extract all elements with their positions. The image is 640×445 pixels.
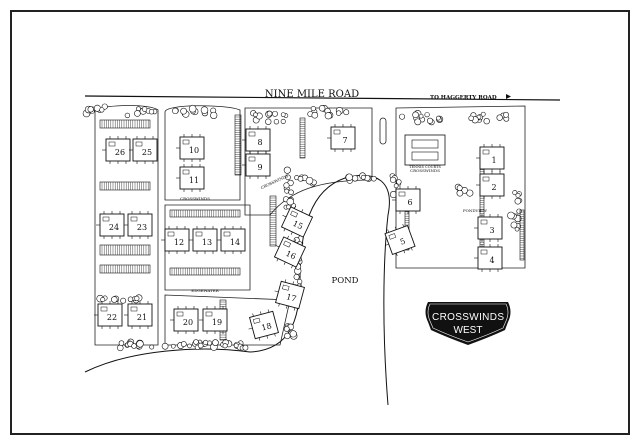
building-17: 17: [274, 279, 305, 311]
building-number: 20: [183, 318, 193, 327]
building-23: 23: [124, 211, 153, 239]
building-24: 24: [96, 211, 125, 239]
arrow-right-icon: [506, 94, 511, 99]
building-number: 11: [189, 176, 199, 185]
building-number: 13: [202, 238, 212, 247]
building-14: 14: [217, 226, 246, 254]
building-21: 21: [124, 301, 153, 329]
nine-mile-road-label: NINE MILE ROAD: [265, 89, 359, 100]
building-number: 3: [489, 226, 494, 235]
building-number: 1: [491, 156, 496, 165]
building-number: 5: [399, 237, 407, 247]
building-19: 19: [199, 306, 228, 334]
building-8: 8: [242, 126, 271, 154]
building-26: 26: [102, 136, 131, 164]
building-number: 14: [230, 238, 240, 247]
building-15: 15: [280, 205, 314, 239]
building-number: 21: [137, 313, 147, 322]
building-number: 24: [109, 223, 119, 232]
building-number: 19: [212, 318, 222, 327]
building-number: 17: [285, 292, 297, 303]
building-number: 6: [407, 198, 412, 207]
logo-text-line1: CROSSWINDS: [432, 312, 504, 323]
building-5: 5: [384, 224, 416, 256]
crosswinds-west-logo: CROSSWINDS WEST: [425, 302, 511, 345]
building-22: 22: [94, 301, 123, 329]
street-label: PONDVIEW: [463, 208, 488, 213]
building-7: 7: [327, 124, 356, 152]
building-18: 18: [248, 309, 279, 341]
logo-text-line2: WEST: [454, 325, 483, 336]
building-2: 2: [476, 171, 505, 199]
building-number: 12: [174, 238, 184, 247]
street-label: CROSSWINDS: [410, 168, 440, 173]
building-number: 25: [142, 148, 152, 157]
building-number: 9: [257, 163, 262, 172]
building-number: 26: [115, 148, 125, 157]
tennis-courts-label: TENNIS COURTS: [409, 165, 441, 169]
tennis-courts: TENNIS COURTS: [404, 134, 446, 169]
building-number: 2: [491, 183, 496, 192]
trees: [82, 103, 523, 352]
building-number: 16: [284, 249, 297, 261]
building-11: 11: [176, 164, 205, 192]
building-12: 12: [161, 226, 190, 254]
nine-mile-road-line: [84, 95, 561, 101]
building-9: 9: [242, 151, 271, 179]
building-25: 25: [129, 136, 158, 164]
building-number: 7: [342, 136, 347, 145]
building-number: 10: [189, 146, 199, 155]
building-1: 1: [476, 144, 505, 172]
building-3: 3: [474, 214, 503, 242]
building-6: 6: [392, 186, 421, 214]
street-label: CROSSWINDS: [180, 196, 210, 201]
building-16: 16: [273, 235, 307, 269]
building-number: 22: [107, 313, 117, 322]
building-number: 4: [489, 256, 494, 265]
building-20: 20: [170, 306, 199, 334]
building-number: 8: [257, 138, 262, 147]
pond-label: POND: [332, 276, 359, 286]
building-13: 13: [189, 226, 218, 254]
map-border: [10, 10, 630, 435]
building-10: 10: [176, 134, 205, 162]
street-label: EDGEWATER: [191, 288, 219, 293]
building-number: 15: [291, 219, 304, 231]
to-haggerty-road-label: TO HAGGERTY ROAD: [430, 95, 497, 101]
building-number: 23: [137, 223, 147, 232]
building-number: 18: [260, 321, 272, 332]
building-4: 4: [474, 244, 503, 272]
